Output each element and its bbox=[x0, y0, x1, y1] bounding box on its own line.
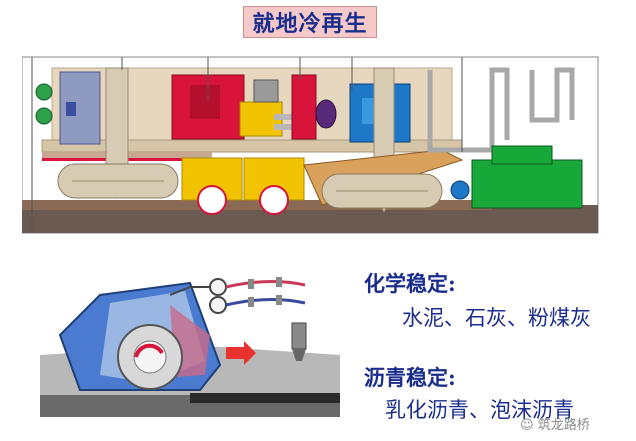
chemical-heading: 化学稳定: bbox=[364, 271, 456, 296]
chemical-detail: 水泥、石灰、粉煤灰 bbox=[402, 306, 591, 330]
watermark: ☺ 筑龙路桥 bbox=[520, 414, 590, 433]
cutter-drum-illustration bbox=[40, 277, 340, 417]
feed-line-top bbox=[225, 279, 306, 289]
asphalt-detail: 乳化沥青、泡沫沥青 bbox=[385, 398, 574, 422]
gauge-bottom bbox=[209, 296, 227, 314]
gauge-top bbox=[209, 278, 227, 296]
diagram-title: 就地冷再生 bbox=[252, 11, 368, 37]
direction-arrow bbox=[226, 341, 256, 365]
paved-surface bbox=[190, 393, 340, 403]
cutter-drum-1 bbox=[197, 185, 227, 215]
watermark-text: 筑龙路桥 bbox=[537, 418, 590, 433]
spray-nozzle bbox=[291, 322, 307, 350]
asphalt-heading: 沥青稳定: bbox=[364, 365, 456, 390]
cutter-drum-2 bbox=[259, 185, 289, 215]
rotation-arrow bbox=[134, 343, 164, 358]
feed-line-bottom bbox=[225, 297, 306, 307]
recycler-train-illustration bbox=[22, 56, 599, 234]
title-box: 就地冷再生 bbox=[243, 6, 377, 38]
wechat-icon: ☺ bbox=[520, 418, 534, 433]
green-truck bbox=[471, 159, 583, 209]
